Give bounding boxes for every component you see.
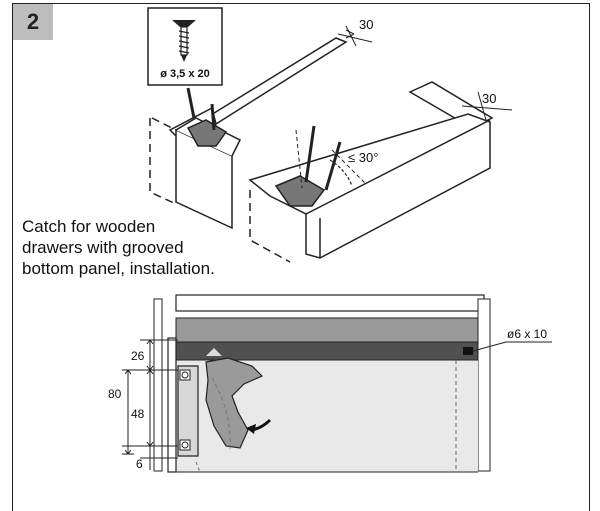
angle-label: ≤ 30° bbox=[348, 150, 378, 165]
dim-48-label: 48 bbox=[131, 407, 145, 421]
figure-caption: Catch for wooden drawers with grooved bo… bbox=[22, 217, 215, 278]
screw-detail-box: ø 3,5 x 20 bbox=[147, 7, 223, 86]
rail-dimension-right bbox=[461, 91, 513, 121]
drawer-box-illustration bbox=[149, 37, 494, 263]
screw-icon bbox=[172, 20, 196, 62]
rail-dimension-left bbox=[337, 25, 373, 47]
hole-leader bbox=[472, 341, 552, 352]
figure-frame bbox=[12, 3, 590, 511]
step-number: 2 bbox=[13, 4, 53, 40]
vertical-dimensions bbox=[122, 339, 178, 470]
section-view bbox=[153, 294, 491, 473]
dim-6-label: 6 bbox=[136, 457, 143, 471]
rail-dimension-right-label: 30 bbox=[482, 91, 496, 106]
drill-hole bbox=[463, 347, 473, 355]
dim-26-label: 26 bbox=[131, 349, 145, 363]
screw-spec-label: ø 3,5 x 20 bbox=[160, 68, 210, 80]
dim-80-label: 80 bbox=[108, 387, 122, 401]
hole-spec-label: ø6 x 10 bbox=[507, 327, 547, 341]
rail-dimension-left-label: 30 bbox=[359, 17, 373, 32]
